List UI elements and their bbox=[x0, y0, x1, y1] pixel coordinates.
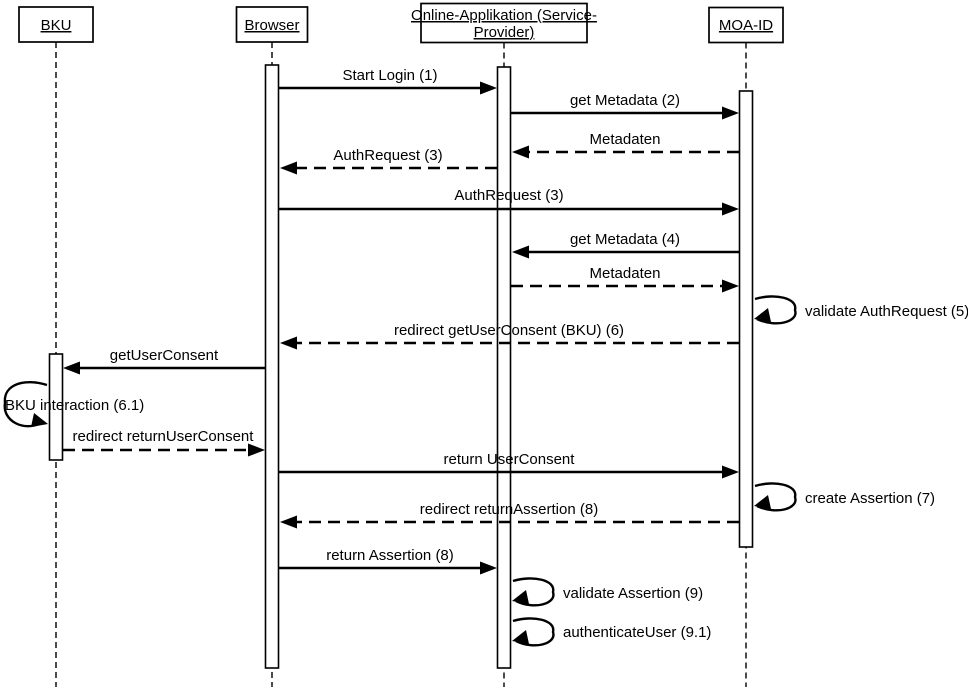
message-label: AuthRequest (3) bbox=[454, 187, 563, 204]
arrowhead-left-icon bbox=[63, 361, 80, 375]
message-label: validate AuthRequest (5) bbox=[805, 303, 968, 320]
actor-bku: BKU bbox=[18, 6, 94, 43]
self-loop-arc bbox=[512, 617, 555, 647]
message-metadaten-2: Metadaten bbox=[511, 265, 739, 293]
self-loop-arc bbox=[512, 577, 555, 607]
self-loop-arc bbox=[3, 381, 48, 428]
arrowhead-left-icon bbox=[280, 336, 297, 350]
message-label: validate Assertion (9) bbox=[563, 585, 703, 602]
message-redirect-returnuserconsent: redirect returnUserConsent bbox=[63, 428, 265, 457]
self-message-create-assertion: create Assertion (7) bbox=[754, 482, 935, 512]
message-authrequest-forward: AuthRequest (3) bbox=[279, 187, 739, 216]
message-label: get Metadata (2) bbox=[570, 92, 680, 109]
arrowhead-right-icon bbox=[722, 279, 739, 293]
actor-box-bku bbox=[18, 6, 94, 43]
arrowhead-left-icon bbox=[512, 145, 529, 159]
actor-box-online-applikation bbox=[420, 2, 588, 44]
message-label: Start Login (1) bbox=[342, 67, 437, 84]
self-message-validate-assertion: validate Assertion (9) bbox=[512, 577, 703, 607]
message-authrequest-redirect: AuthRequest (3) bbox=[280, 147, 497, 175]
self-message-validate-authrequest: validate AuthRequest (5) bbox=[754, 295, 968, 325]
actor-browser: Browser bbox=[235, 6, 309, 43]
activation-bar-browser bbox=[264, 64, 280, 669]
arrowhead-loop-icon bbox=[512, 590, 529, 604]
message-getuserconsent: getUserConsent bbox=[63, 347, 265, 375]
arrowhead-right-icon bbox=[722, 106, 739, 120]
activation-bar-online-applikation bbox=[496, 66, 512, 669]
arrowhead-left-icon bbox=[280, 515, 297, 529]
message-label: redirect getUserConsent (BKU) (6) bbox=[394, 322, 624, 339]
arrowhead-right-icon bbox=[722, 465, 739, 479]
actor-label-online-applikation-line2: Provider) bbox=[474, 24, 535, 41]
message-get-metadata-4: get Metadata (4) bbox=[512, 231, 739, 259]
message-label: getUserConsent bbox=[110, 347, 219, 364]
message-get-metadata-2: get Metadata (2) bbox=[511, 92, 739, 120]
message-label: create Assertion (7) bbox=[805, 490, 935, 507]
message-start-login: Start Login (1) bbox=[279, 67, 497, 95]
self-loop-arc bbox=[754, 295, 797, 325]
message-label: AuthRequest (3) bbox=[333, 147, 442, 164]
actor-box-browser bbox=[235, 6, 309, 43]
message-redirect-getuserconsent: redirect getUserConsent (BKU) (6) bbox=[280, 322, 739, 350]
actor-label-moa-id: MOA-ID bbox=[719, 17, 773, 34]
message-label: Metadaten bbox=[590, 265, 661, 282]
arrowhead-loop-icon bbox=[512, 630, 529, 644]
message-label: BKU interaction (6.1) bbox=[5, 397, 144, 414]
activation-bar-moa-id bbox=[738, 90, 754, 548]
self-message-authenticateuser: authenticateUser (9.1) bbox=[512, 617, 711, 647]
actor-box-moa-id bbox=[708, 6, 784, 44]
activation-bar-bku bbox=[48, 353, 64, 461]
self-loop-arc bbox=[754, 482, 797, 512]
message-label: redirect returnUserConsent bbox=[73, 428, 255, 445]
message-return-assertion: return Assertion (8) bbox=[279, 547, 497, 575]
actor-label-online-applikation-line1: Online-Applikation (Service- bbox=[411, 7, 597, 24]
message-metadaten-1: Metadaten bbox=[512, 131, 739, 159]
message-redirect-returnassertion: redirect returnAssertion (8) bbox=[280, 501, 739, 529]
message-label: Metadaten bbox=[590, 131, 661, 148]
arrowhead-left-icon bbox=[512, 245, 529, 259]
actor-label-browser: Browser bbox=[244, 17, 299, 34]
self-message-bku-interaction: BKU interaction (6.1) bbox=[3, 381, 144, 428]
arrowhead-right-icon bbox=[480, 561, 497, 575]
arrowhead-right-icon bbox=[480, 81, 497, 95]
actor-moa-id: MOA-ID bbox=[708, 6, 784, 44]
arrowhead-loop-icon bbox=[754, 495, 771, 509]
arrowhead-loop-icon bbox=[754, 308, 771, 322]
message-label: redirect returnAssertion (8) bbox=[420, 501, 598, 518]
message-label: return UserConsent bbox=[444, 451, 576, 468]
arrowhead-right-icon bbox=[722, 202, 739, 216]
actor-label-bku: BKU bbox=[41, 17, 72, 34]
message-label: return Assertion (8) bbox=[326, 547, 454, 564]
message-return-userconsent: return UserConsent bbox=[279, 451, 739, 479]
arrowhead-loop-icon bbox=[31, 413, 48, 427]
arrowhead-right-icon bbox=[248, 443, 265, 457]
message-label: get Metadata (4) bbox=[570, 231, 680, 248]
actor-online-applikation: Online-Applikation (Service- Provider) bbox=[411, 2, 597, 44]
arrowhead-left-icon bbox=[280, 161, 297, 175]
message-label: authenticateUser (9.1) bbox=[563, 624, 711, 641]
